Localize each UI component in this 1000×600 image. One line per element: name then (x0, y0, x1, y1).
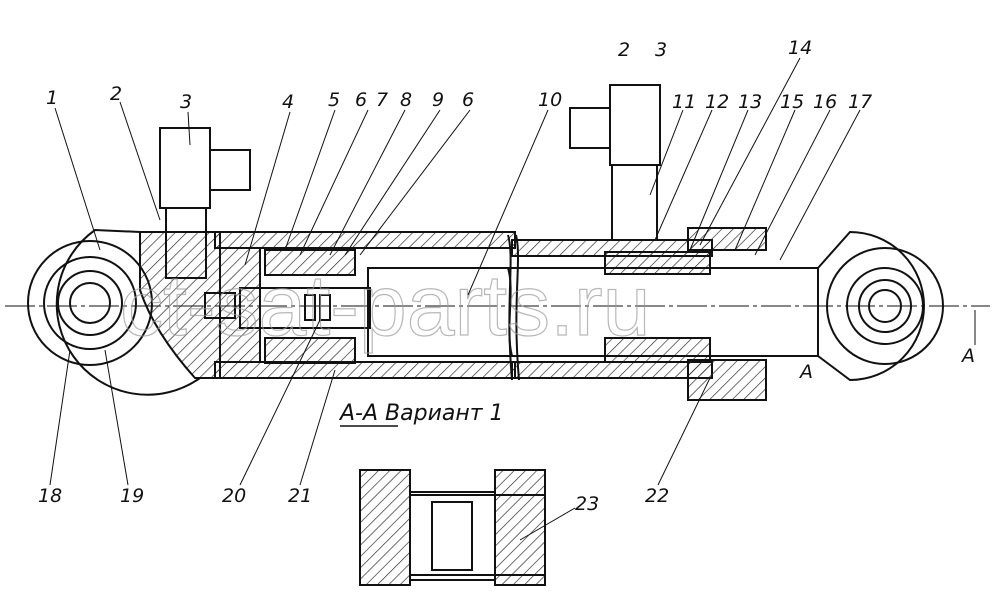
watermark: ct-sat-parts.ru (120, 258, 650, 354)
callout-14: 14 (788, 37, 812, 59)
callout-18: 18 (38, 485, 62, 507)
callout-5: 5 (328, 89, 340, 111)
piston-rod (204, 267, 819, 357)
callout-19: 19 (120, 485, 144, 507)
callout-23: 23 (575, 493, 599, 515)
callout-8: 8 (400, 89, 412, 111)
callout-1: 1 (46, 87, 58, 109)
callout-16: 16 (813, 91, 837, 113)
callout-13: 13 (738, 91, 762, 113)
right-sensor (569, 84, 661, 241)
callout-2b: 2 (618, 39, 630, 61)
left-eye (27, 228, 221, 396)
callout-6: 6 (355, 89, 367, 111)
callout-11: 11 (672, 91, 696, 113)
callout-3: 3 (180, 91, 192, 113)
leader-lines (49, 57, 976, 541)
callout-6b: 6 (462, 89, 474, 111)
callout-20: 20 (222, 485, 246, 507)
section-a-a (359, 469, 546, 586)
callout-12: 12 (705, 91, 729, 113)
left-sensor (159, 127, 251, 279)
callout-15: 15 (780, 91, 804, 113)
callout-9: 9 (432, 89, 444, 111)
section-mark-a-left: А (798, 361, 813, 383)
callout-17: 17 (848, 91, 872, 113)
callout-2: 2 (110, 83, 122, 105)
section-caption: А-А Вариант 1 (338, 401, 504, 426)
callout-10: 10 (538, 89, 562, 111)
callout-labels: 1 2 3 4 5 6 7 8 9 6 10 2 3 11 12 13 14 1… (38, 37, 975, 515)
cylinder-tube (214, 227, 767, 401)
callout-22: 22 (645, 485, 669, 507)
callout-21: 21 (288, 485, 312, 507)
callout-4: 4 (282, 91, 294, 113)
callout-7: 7 (376, 89, 388, 111)
callout-3b: 3 (655, 39, 667, 61)
right-eye (817, 230, 944, 382)
section-mark-a-right: А (960, 345, 975, 367)
